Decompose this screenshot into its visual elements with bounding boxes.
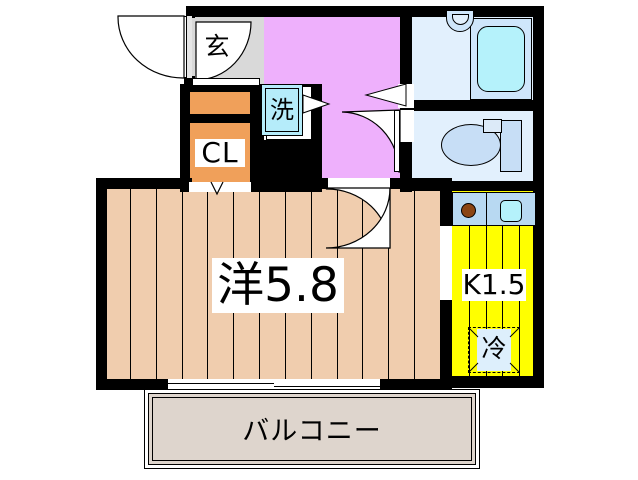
balcony-door-opening[interactable] (168, 379, 380, 390)
kitchen-plank-line (486, 226, 487, 376)
wall-closet-left (180, 84, 190, 192)
wood-plank-line (207, 188, 208, 386)
wall-kitchen-counter-edge (440, 186, 452, 200)
front-entrance-door[interactable] (117, 15, 185, 79)
wall-top-bath (404, 6, 544, 17)
toilet-tank-icon (500, 120, 522, 172)
refrigerator-corner-marks (468, 327, 520, 373)
washing-machine-inner (265, 88, 299, 132)
closet-door[interactable] (189, 181, 251, 196)
washer-label: 洗 (270, 96, 294, 124)
wall-hall-right-upper (400, 6, 412, 106)
refrigerator-space (468, 327, 520, 373)
wall-toilet-bottom (400, 181, 544, 191)
bathroom-door-arrow-icon (364, 83, 407, 107)
wall-room-top-right (390, 178, 452, 189)
washer-door-arrow-icon (302, 94, 331, 114)
kitchen-label: K1.5 (462, 268, 526, 301)
wall-hall-left (312, 84, 322, 192)
wood-plank-line (362, 188, 363, 386)
wall-bath-toilet-divider (400, 100, 544, 111)
front-door-frame-inner (187, 16, 192, 78)
wall-room-top-left (96, 178, 192, 189)
room-door-opening[interactable] (328, 178, 390, 189)
wall-closet-divider (186, 114, 252, 123)
wall-genkan-left-bottom (184, 76, 195, 90)
toilet-door[interactable] (340, 109, 401, 173)
wood-plank-line (156, 188, 157, 386)
wood-plank-line (130, 188, 131, 386)
wood-plank-line (388, 188, 389, 386)
toilet-door-leaf (394, 110, 400, 172)
entrance-label: 玄 (204, 32, 230, 61)
refrigerator-label: 冷 (481, 334, 507, 363)
kitchen-plank-line (519, 226, 520, 376)
wall-room-left (96, 178, 107, 390)
balcony-door-sill-2 (274, 386, 380, 387)
toilet-connector-icon (483, 119, 502, 133)
stove-burner-icon (461, 203, 476, 218)
wall-right-exterior (533, 6, 544, 388)
western-room-label: 洋5.8 (212, 258, 344, 313)
toilet-door-opening[interactable] (398, 110, 414, 142)
kitchen-plank-line (502, 226, 503, 376)
balcony-outer-line (144, 389, 480, 469)
bathtub-icon (477, 26, 525, 92)
balcony-inner-line (152, 397, 472, 461)
balcony-floor (148, 393, 476, 465)
closet-label: CL (195, 139, 245, 167)
wood-plank-line (182, 188, 183, 386)
genkan-step (192, 78, 260, 86)
kitchen-sink-icon (500, 200, 522, 222)
balcony-door-sill-1 (168, 383, 274, 384)
wall-room-top-mid (258, 178, 328, 189)
wall-closet-top (180, 84, 264, 92)
refrigerator-inner (477, 329, 511, 371)
wall-top-entry (186, 6, 408, 17)
wall-genkan-left-top (186, 6, 195, 18)
kitchen-counter-divider (486, 192, 487, 226)
wood-plank-line (414, 188, 415, 386)
room-entry-door-arc (325, 187, 391, 249)
wall-room-kitchen-lower (440, 300, 452, 388)
closet-upper-shelf (189, 88, 251, 116)
balcony-label: バルコニー (242, 416, 382, 447)
hallway-floor (264, 16, 404, 88)
kitchen-plank-line (469, 226, 470, 376)
wall-kitchen-bottom (440, 376, 544, 388)
